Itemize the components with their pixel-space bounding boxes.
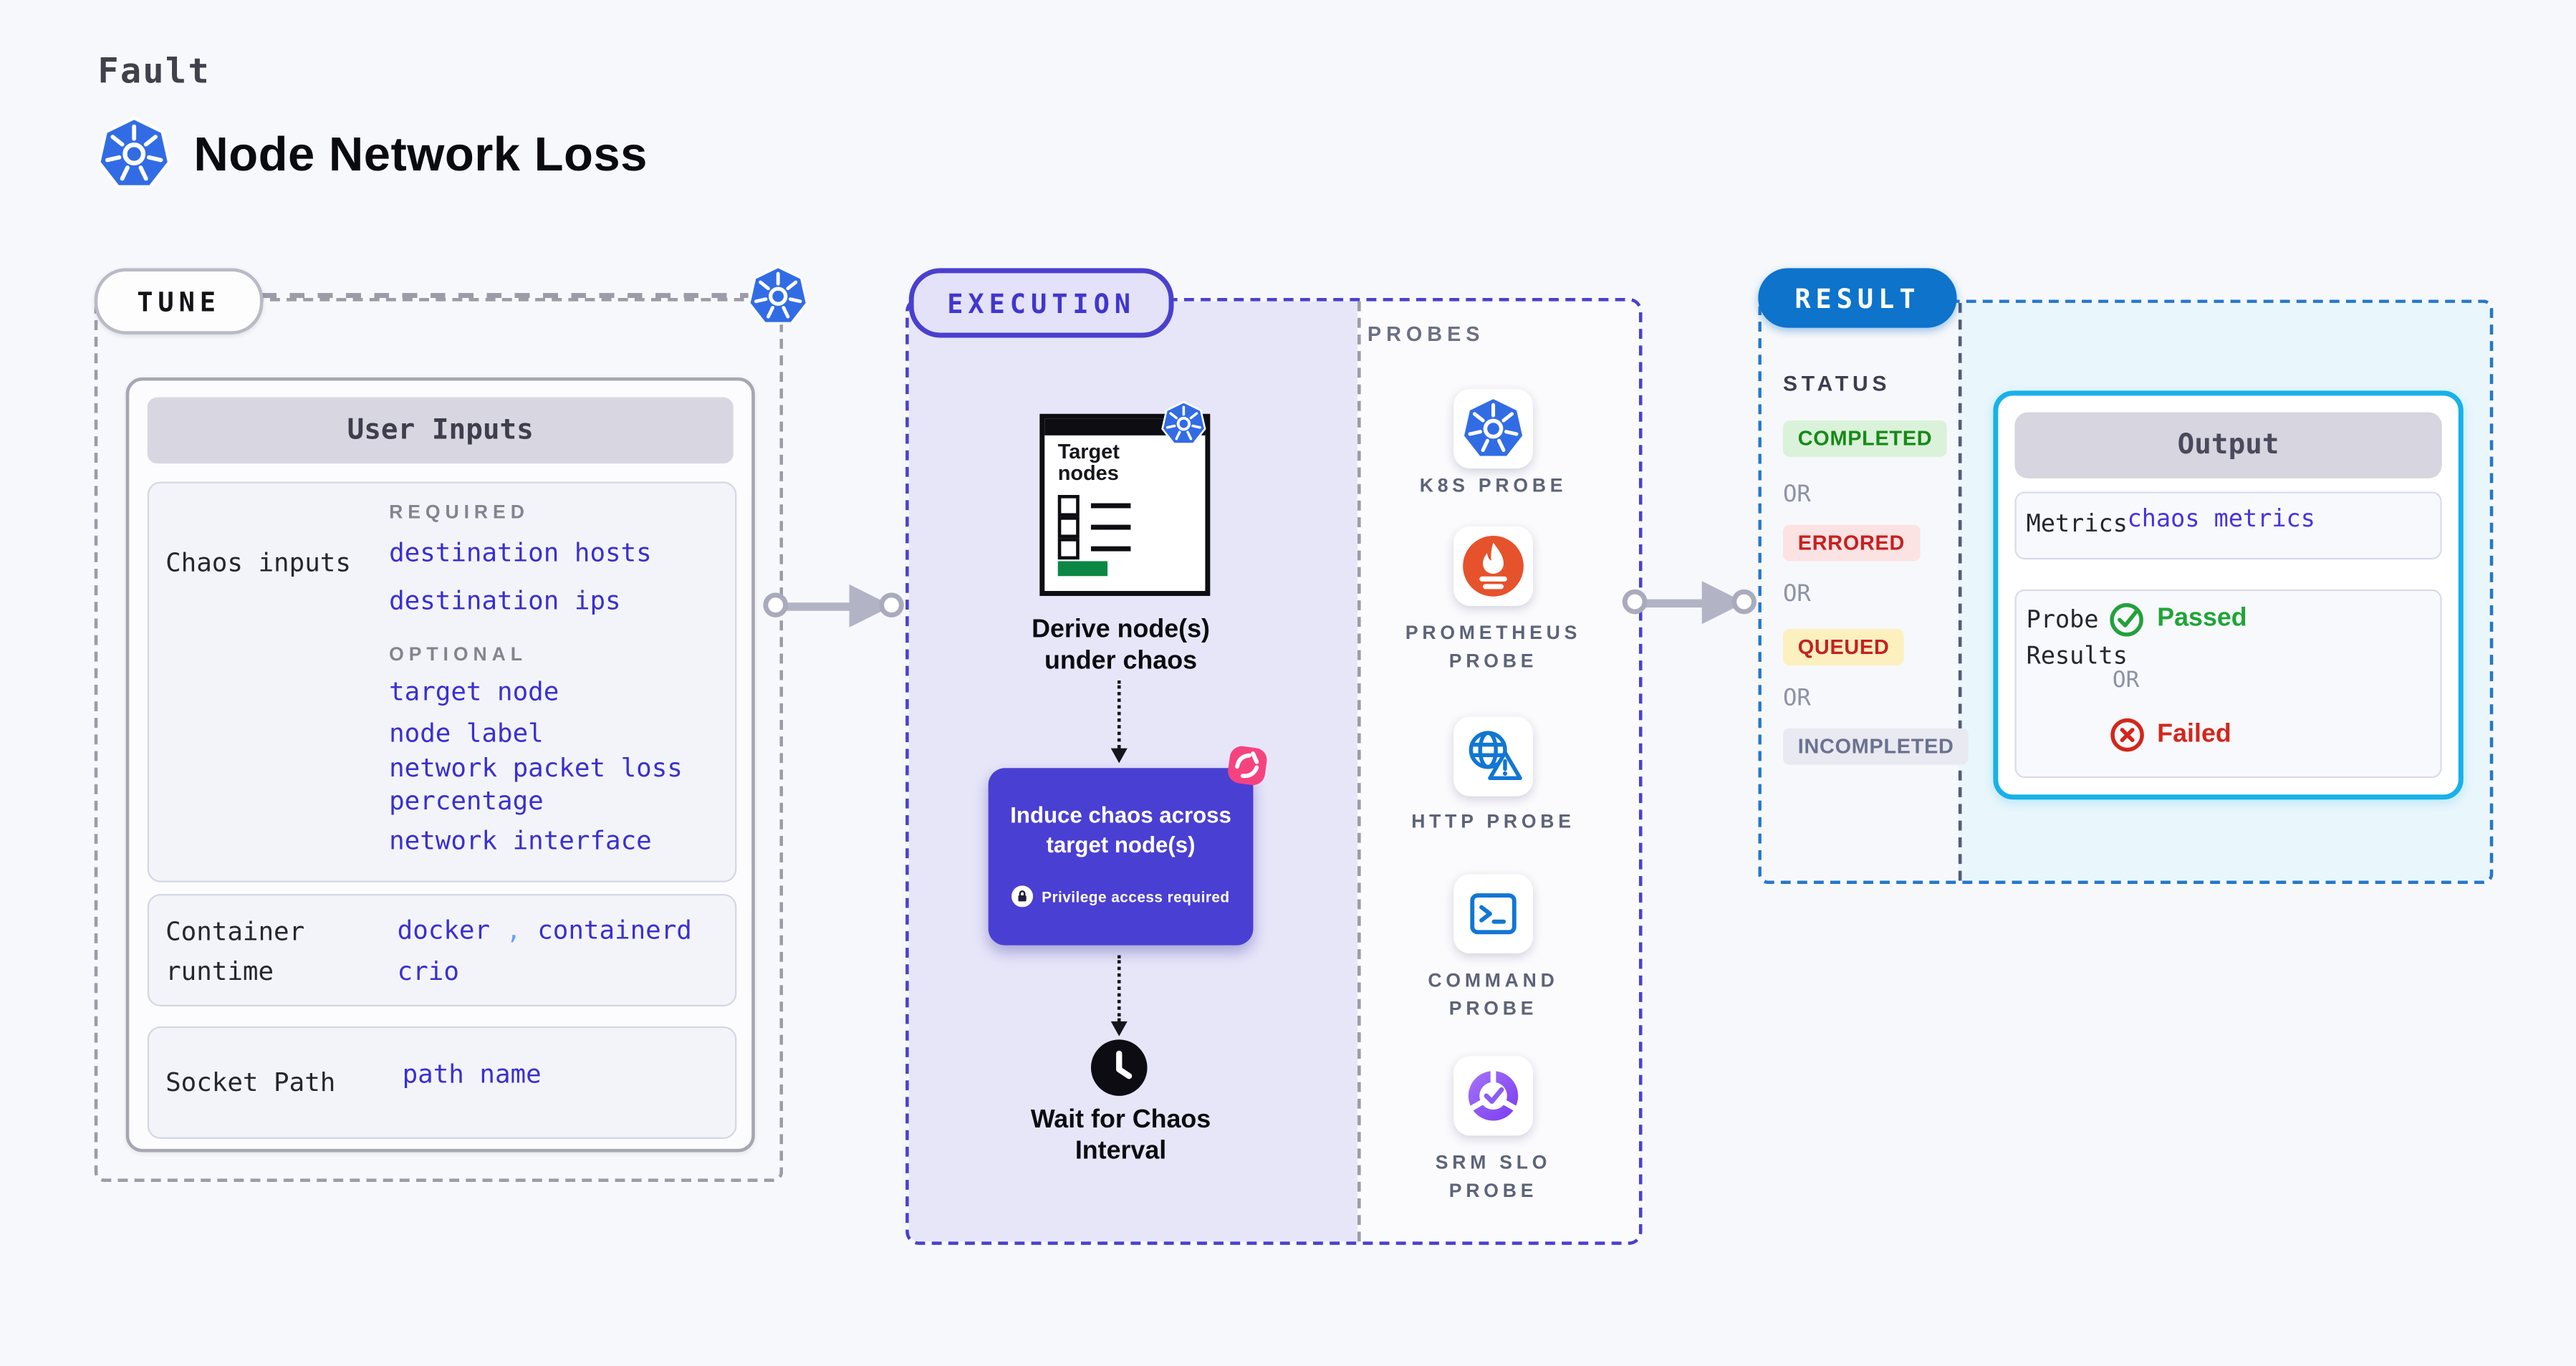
output-title: Output: [2014, 412, 2442, 478]
chaos-metrics-link[interactable]: chaos metrics: [2127, 506, 2315, 534]
execution-badge: EXECUTION: [908, 268, 1174, 338]
probe-results-row: Probe Results Passed OR Failed: [2014, 589, 2442, 779]
tune-badge: TUNE: [94, 268, 264, 335]
fault-kicker: Fault: [97, 51, 211, 92]
runtime-docker[interactable]: docker: [397, 915, 491, 946]
metrics-row: Metrics chaos metrics: [2014, 491, 2442, 560]
or-separator: OR: [1782, 581, 1811, 608]
checkbox-icon: [1057, 494, 1080, 517]
litmus-chaos-icon: [1225, 744, 1269, 788]
container-runtime-row: Container runtime docker , containerd cr…: [147, 893, 737, 1007]
runtime-containerd[interactable]: containerd: [537, 915, 692, 946]
chaos-inputs-row: Chaos inputs REQUIRED destination hosts …: [147, 481, 737, 882]
flow-dotted-line: [1117, 955, 1121, 1021]
command-probe-card: [1453, 874, 1533, 954]
or-separator: OR: [1782, 481, 1811, 509]
http-probe-label: HTTP PROBE: [1411, 812, 1575, 833]
wait-chaos-interval-label: Wait for Chaos Interval: [1030, 1105, 1211, 1165]
http-probe-card: [1453, 716, 1533, 797]
input-node-label[interactable]: node label: [389, 718, 544, 749]
srm-slo-probe-card: [1453, 1056, 1533, 1136]
required-heading: REQUIRED: [389, 503, 529, 524]
user-inputs-title: User Inputs: [147, 397, 734, 464]
input-destination-ips[interactable]: destination ips: [389, 586, 621, 616]
kubernetes-icon: [96, 116, 172, 192]
chaos-inputs-label: Chaos inputs: [165, 547, 351, 578]
clock-icon: [1090, 1038, 1149, 1097]
induce-chaos-label: Induce chaos across: [1010, 802, 1231, 828]
input-target-node[interactable]: target node: [389, 677, 559, 707]
induce-chaos-card: Induce chaos across target node(s) Privi…: [988, 768, 1254, 946]
lock-icon: [1012, 885, 1034, 907]
x-circle-icon: [2109, 717, 2145, 754]
runtime-crio[interactable]: crio: [397, 956, 459, 987]
optional-heading: OPTIONAL: [389, 645, 527, 666]
socket-path-value[interactable]: path name: [402, 1059, 542, 1090]
privilege-note: Privilege access required: [1042, 888, 1230, 905]
output-card: Output Metrics chaos metrics Probe Resul…: [1993, 390, 2464, 800]
tune-section: [94, 297, 784, 1183]
result-badge: RESULT: [1758, 268, 1957, 328]
prometheus-icon: [1460, 533, 1526, 599]
status-badge-errored: ERRORED: [1782, 524, 1920, 562]
status-badge-incompleted: INCOMPLETED: [1782, 728, 1969, 765]
checkbox-icon: [1057, 516, 1080, 539]
socket-path-label: Socket Path: [165, 1067, 336, 1098]
kubernetes-icon: [1460, 395, 1526, 461]
arrow-down-icon: [1110, 748, 1127, 764]
or-separator: OR: [2112, 667, 2140, 694]
failed-result: Failed: [2109, 717, 2231, 754]
derive-nodes-label: Derive node(s) under chaos: [1032, 615, 1210, 675]
input-destination-hosts[interactable]: destination hosts: [389, 538, 652, 568]
progress-bar: [1057, 561, 1108, 577]
passed-result: Passed: [2109, 601, 2247, 638]
kubernetes-icon: [1160, 400, 1207, 447]
flow-dotted-line: [1117, 680, 1121, 749]
runtime-separator: ,: [506, 915, 522, 946]
arrow-down-icon: [1110, 1021, 1127, 1036]
http-globe-warning-icon: [1462, 725, 1525, 788]
kubernetes-icon: [746, 265, 809, 328]
checkbox-icon: [1057, 538, 1080, 560]
probes-heading: PROBES: [1367, 322, 1485, 346]
arrow-execution-to-result: [1622, 581, 1775, 625]
socket-path-row: Socket Path path name: [147, 1026, 737, 1139]
user-inputs-card: User Inputs Chaos inputs REQUIRED destin…: [125, 377, 755, 1153]
container-runtime-label: Container runtime: [165, 917, 305, 987]
status-badge-queued: QUEUED: [1782, 629, 1905, 666]
k8s-probe-label: K8S PROBE: [1419, 476, 1567, 497]
check-circle-icon: [2109, 601, 2145, 638]
input-network-interface[interactable]: network interface: [389, 826, 652, 856]
prometheus-probe-card: [1453, 526, 1533, 606]
probe-results-label: Probe Results: [2026, 607, 2128, 670]
slo-donut-check-icon: [1460, 1063, 1526, 1129]
metrics-label: Metrics: [2026, 511, 2128, 539]
page-title: Node Network Loss: [193, 129, 648, 183]
status-badge-completed: COMPLETED: [1782, 420, 1948, 457]
tune-connector-line: [261, 293, 749, 298]
status-heading: STATUS: [1782, 370, 1891, 396]
arrow-tune-to-execution: [763, 584, 922, 627]
terminal-icon: [1462, 882, 1525, 946]
or-separator: OR: [1782, 685, 1811, 712]
input-network-packet-loss-percentage[interactable]: network packet loss percentage: [389, 753, 683, 816]
target-box-title: Target: [1057, 440, 1120, 464]
k8s-probe-card: [1453, 389, 1533, 469]
